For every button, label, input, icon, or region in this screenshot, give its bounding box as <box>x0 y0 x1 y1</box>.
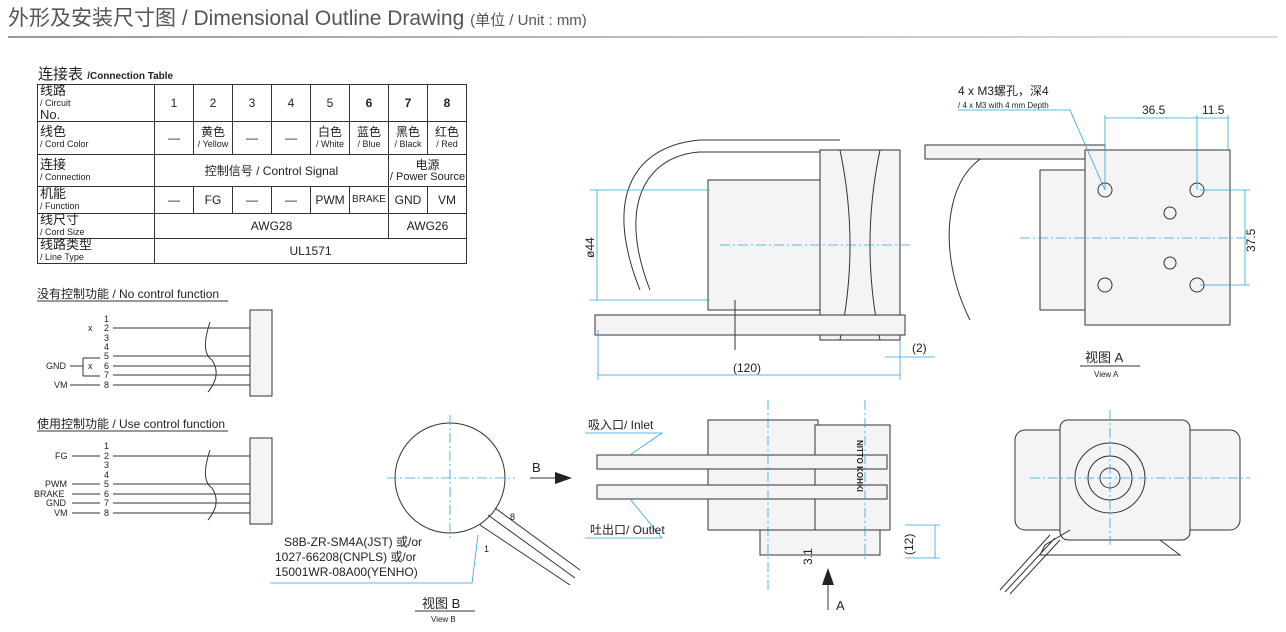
svg-text:7: 7 <box>104 370 109 380</box>
table-row: 线色 / Cord Color — 黄色/ Yellow — — 白色/ Whi… <box>37 121 467 155</box>
cell: 白色/ White <box>310 121 350 155</box>
svg-text:/ 4 x M3 with 4 mm Depth: / 4 x M3 with 4 mm Depth <box>958 101 1049 110</box>
cell: — <box>154 121 194 155</box>
cell: 控制信号 / Control Signal <box>154 154 389 187</box>
cell: 5 <box>310 84 350 122</box>
svg-text:(120): (120) <box>733 361 761 375</box>
svg-text:1027-66208(CNPLS) 或/or: 1027-66208(CNPLS) 或/or <box>275 550 416 564</box>
row-header: 机能 / Function <box>37 186 155 214</box>
cell: 7 <box>388 84 428 122</box>
wiring-use-control: 使用控制功能 / Use control function 1 2 3 4 5 … <box>34 416 273 525</box>
side-view: ø44 (120) (2) <box>583 139 935 380</box>
svg-text:x: x <box>88 323 93 333</box>
svg-text:1: 1 <box>104 441 109 451</box>
title-main: 外形及安装尺寸图 / Dimensional Outline Drawing <box>8 7 465 30</box>
cell: FG <box>193 186 233 214</box>
svg-text:ø44: ø44 <box>583 237 597 258</box>
svg-text:4: 4 <box>104 470 109 480</box>
table-row: 机能 / Function — FG — — PWM BRAKE GND VM <box>37 186 467 214</box>
svg-text:1: 1 <box>104 314 109 324</box>
table-row: 连接 / Connection 控制信号 / Control Signal 电源… <box>37 154 467 187</box>
view-b-label: 视图 B <box>422 596 460 611</box>
cell: 8 <box>427 84 467 122</box>
svg-text:15001WR-08A00(YENHO): 15001WR-08A00(YENHO) <box>275 565 418 579</box>
title-divider <box>8 36 1278 38</box>
svg-text:5: 5 <box>104 351 109 361</box>
svg-text:8: 8 <box>510 512 515 522</box>
svg-text:A: A <box>836 598 845 613</box>
cell: UL1571 <box>154 238 467 264</box>
cell: 4 <box>271 84 311 122</box>
svg-text:View A: View A <box>1094 370 1119 379</box>
cell: — <box>271 186 311 214</box>
table-row: 线尺寸 / Cord Size AWG28 AWG26 <box>37 213 467 239</box>
row-header: 线尺寸 / Cord Size <box>37 213 155 239</box>
row-header: 线路类型 / Line Type <box>37 238 155 264</box>
svg-text:(12): (12) <box>902 534 916 555</box>
inlet-label: 吸入口/ Inlet <box>588 418 654 432</box>
svg-text:8: 8 <box>104 508 109 518</box>
wiring-title: 使用控制功能 / Use control function <box>37 416 225 431</box>
table-caption: 连接表 /Connection Table <box>38 63 173 84</box>
svg-text:7: 7 <box>104 498 109 508</box>
row-header: 线色 / Cord Color <box>37 121 155 155</box>
view-b: S8B-ZR-SM4A(JST) 或/or 1027-66208(CNPLS) … <box>270 415 581 624</box>
table-row: 线路类型 / Line Type UL1571 <box>37 238 467 264</box>
row-header: 连接 / Connection <box>37 154 155 187</box>
svg-text:5: 5 <box>104 479 109 489</box>
top-view: NITTO KOHKI 吸入口/ Inlet 吐出口/ Outlet 3.1 (… <box>585 400 940 613</box>
cell: 红色/ Red <box>427 121 467 155</box>
caption-en: /Connection Table <box>87 71 174 82</box>
cell: — <box>271 121 311 155</box>
svg-text:PWM: PWM <box>45 479 67 489</box>
svg-text:3: 3 <box>104 460 109 470</box>
table-row: 线路 / Circuit No. 1 2 3 4 5 6 7 8 <box>37 84 467 122</box>
svg-text:(2): (2) <box>912 341 927 355</box>
svg-text:36.5: 36.5 <box>1142 103 1166 117</box>
svg-text:3: 3 <box>104 333 109 343</box>
caption-cn: 连接表 <box>38 66 84 83</box>
svg-text:S8B-ZR-SM4A(JST) 或/or: S8B-ZR-SM4A(JST) 或/or <box>284 535 422 549</box>
front-view <box>999 410 1250 595</box>
page-title: 外形及安装尺寸图 / Dimensional Outline Drawing (… <box>8 2 587 32</box>
svg-text:NITTO KOHKI: NITTO KOHKI <box>855 440 864 492</box>
svg-text:4 x M3螺孔，深4: 4 x M3螺孔，深4 <box>958 84 1049 98</box>
svg-text:GND: GND <box>46 361 67 371</box>
connection-table: 线路 / Circuit No. 1 2 3 4 5 6 7 8 线色 / Co… <box>37 84 467 264</box>
wiring-no-control: 没有控制功能 / No control function 1 2 3 4 5 6… <box>37 286 273 397</box>
svg-text:GND: GND <box>46 498 67 508</box>
svg-text:37.5: 37.5 <box>1244 228 1258 252</box>
svg-text:x: x <box>88 361 93 371</box>
cell: 电源/ Power Source <box>388 154 467 187</box>
svg-text:1: 1 <box>484 544 489 554</box>
row-header: 线路 / Circuit No. <box>37 84 155 122</box>
svg-text:8: 8 <box>104 380 109 390</box>
svg-text:BRAKE: BRAKE <box>34 489 65 499</box>
cell: 1 <box>154 84 194 122</box>
cell: 3 <box>232 84 272 122</box>
svg-text:4: 4 <box>104 342 109 352</box>
svg-text:2: 2 <box>104 451 109 461</box>
svg-text:FG: FG <box>55 451 68 461</box>
outlet-label: 吐出口/ Outlet <box>590 523 665 537</box>
title-unit: (单位 / Unit : mm) <box>470 12 587 29</box>
svg-text:6: 6 <box>104 489 109 499</box>
svg-text:VM: VM <box>54 380 68 390</box>
svg-text:2: 2 <box>104 323 109 333</box>
wiring-title: 没有控制功能 / No control function <box>37 286 219 301</box>
svg-text:3.1: 3.1 <box>801 548 815 565</box>
svg-text:6: 6 <box>104 361 109 371</box>
svg-text:View B: View B <box>431 615 456 624</box>
cell: AWG26 <box>388 213 467 239</box>
cell: AWG28 <box>154 213 389 239</box>
svg-text:11.5: 11.5 <box>1202 103 1225 117</box>
svg-text:B: B <box>532 460 541 475</box>
cell: VM <box>427 186 467 214</box>
view-a-label: 视图 A <box>1085 350 1124 365</box>
cell: BRAKE <box>349 186 389 214</box>
view-a: 4 x M3螺孔，深4 / 4 x M3 with 4 mm Depth 36.… <box>924 84 1258 379</box>
svg-text:VM: VM <box>54 508 68 518</box>
cell: 2 <box>193 84 233 122</box>
